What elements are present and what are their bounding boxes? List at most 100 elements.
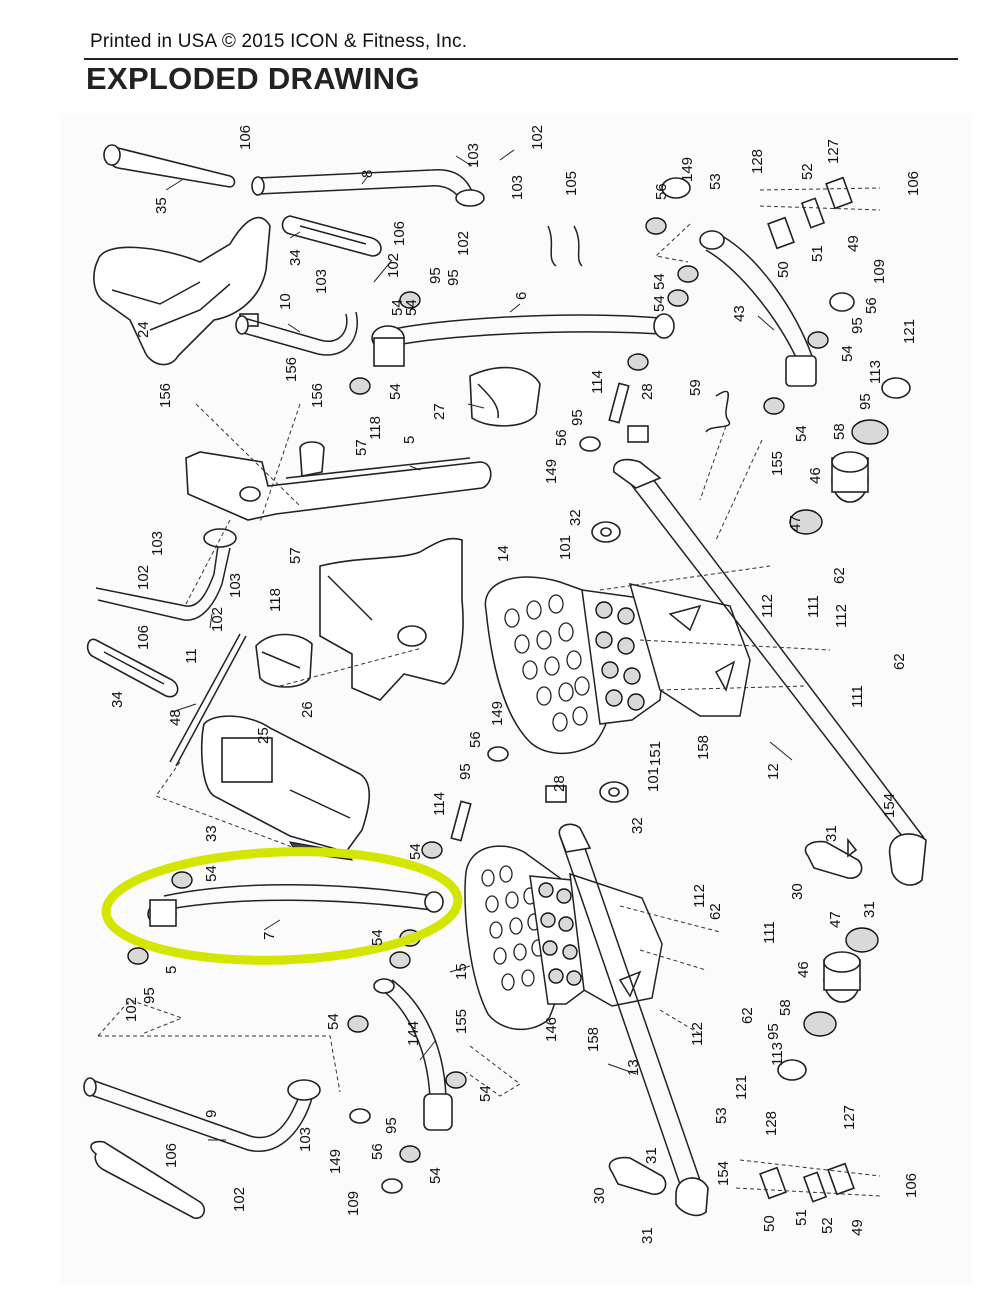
part-label: 149 — [543, 459, 560, 484]
part-32-bottom-roller — [599, 781, 629, 803]
part-label: 102 — [209, 607, 226, 632]
part-label: 54 — [477, 1085, 494, 1102]
part-label: 111 — [761, 921, 778, 944]
part-label: 30 — [591, 1187, 608, 1204]
pedal-14-holes — [504, 594, 590, 732]
highlight-oval — [101, 847, 463, 965]
part-label: 102 — [123, 997, 140, 1022]
part-label: 102 — [231, 1187, 248, 1212]
part-label: 11 — [183, 648, 200, 664]
part-label: 54 — [389, 299, 406, 316]
part-label: 101 — [557, 535, 574, 560]
part-label: 62 — [891, 653, 908, 670]
part-label: 32 — [629, 817, 646, 834]
part-label: 56 — [467, 731, 484, 748]
part-11-left-arm — [95, 528, 237, 621]
part-label: 5 — [401, 436, 418, 444]
part-label: 103 — [313, 269, 330, 294]
part-label: 127 — [825, 139, 842, 164]
part-label: 56 — [863, 297, 880, 314]
part-label: 25 — [255, 727, 272, 744]
part-label: 114 — [431, 792, 448, 816]
part-label: 51 — [809, 245, 826, 262]
part-label: 46 — [807, 467, 824, 484]
part-label: 118 — [267, 588, 284, 612]
part-label: 10 — [277, 293, 294, 310]
part-48-rod — [169, 633, 247, 767]
part-label: 103 — [509, 175, 526, 200]
part-label: 31 — [643, 1147, 660, 1164]
part-label: 28 — [639, 383, 656, 400]
part-label: 114 — [589, 370, 606, 394]
part-label: 33 — [203, 825, 220, 842]
part-label: 128 — [749, 149, 766, 174]
part-label: 28 — [551, 775, 568, 792]
part-label: 54 — [651, 295, 668, 312]
part-label: 155 — [453, 1009, 470, 1034]
part-label: 54 — [203, 865, 220, 882]
part-label: 95 — [457, 763, 474, 780]
part-label: 34 — [287, 249, 304, 266]
part-label: 31 — [823, 825, 840, 842]
part-label: 56 — [653, 183, 670, 200]
part-label: 54 — [651, 273, 668, 290]
part-label: 30 — [789, 883, 806, 900]
part-label: 6 — [513, 292, 530, 300]
part-label: 12 — [765, 763, 782, 780]
part-label: 95 — [427, 267, 444, 284]
part-label: 24 — [135, 321, 152, 338]
part-label: 43 — [731, 305, 748, 322]
part-35-lower-handle — [90, 1140, 206, 1219]
part-label: 54 — [839, 345, 856, 362]
part-label: 53 — [707, 173, 724, 190]
part-5-frame-upper — [185, 441, 492, 521]
part-30-31-upper-bracket — [804, 837, 863, 879]
part-label: 46 — [795, 961, 812, 978]
part-label: 56 — [553, 429, 570, 446]
part-label: 54 — [325, 1013, 342, 1030]
part-label: 155 — [769, 451, 786, 476]
part-label: 56 — [369, 1143, 386, 1160]
part-label: 15 — [453, 963, 470, 980]
part-label: 102 — [385, 253, 402, 278]
part-label: 106 — [391, 221, 408, 246]
part-33-console — [200, 715, 371, 861]
part-label: 54 — [369, 929, 386, 946]
part-label: 105 — [563, 171, 580, 196]
part-labels: 106 35 8 103 102 103 105 149 56 53 128 5… — [109, 125, 922, 1244]
part-label: 5 — [163, 966, 180, 974]
part-label: 154 — [715, 1161, 732, 1186]
part-label: 103 — [227, 573, 244, 598]
part-label: 13 — [625, 1059, 642, 1076]
part-label: 50 — [775, 261, 792, 278]
part-10-lower-arm-tube — [235, 311, 358, 356]
part-label: 26 — [299, 701, 316, 718]
part-label: 47 — [787, 515, 804, 532]
part-144-lower-arm — [373, 978, 453, 1131]
part-59-cable — [705, 390, 731, 433]
part-label: 109 — [871, 259, 888, 284]
part-label: 48 — [167, 709, 184, 726]
part-label: 34 — [109, 691, 126, 708]
part-label: 8 — [359, 170, 376, 178]
part-label: 47 — [827, 911, 844, 928]
part-label: 95 — [857, 393, 874, 410]
part-49-52-top-brackets — [767, 176, 853, 250]
part-label: 95 — [569, 409, 586, 426]
part-label: 154 — [881, 793, 898, 818]
part-label: 111 — [805, 595, 822, 618]
part-label: 54 — [793, 425, 810, 442]
part-label: 95 — [141, 987, 158, 1004]
part-label: 149 — [327, 1149, 344, 1174]
part-label: 112 — [833, 604, 850, 628]
part-label: 27 — [431, 403, 448, 420]
part-label: 106 — [163, 1143, 180, 1168]
part-35-upper-handle — [103, 144, 236, 188]
part-34-upper-grip — [281, 215, 382, 257]
part-34-lower-grip — [86, 638, 179, 698]
part-label: 103 — [149, 531, 166, 556]
part-label: 121 — [901, 319, 918, 344]
pedal-15-holes — [481, 865, 545, 991]
part-label: 149 — [489, 701, 506, 726]
